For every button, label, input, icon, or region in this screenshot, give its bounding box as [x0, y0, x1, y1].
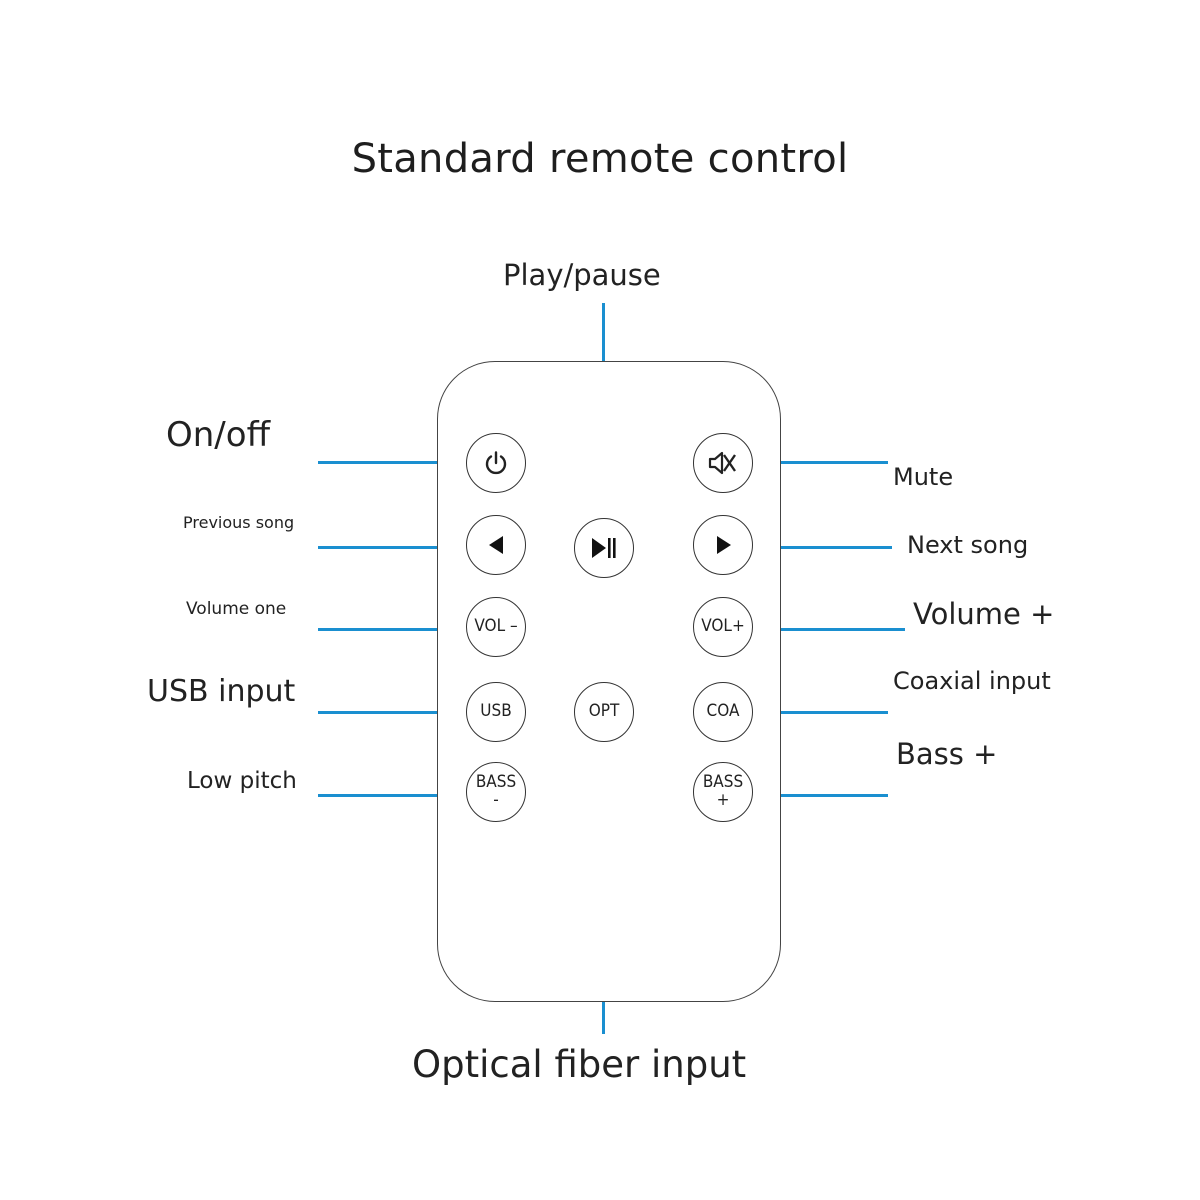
- label-optical-fiber-input: Optical fiber input: [412, 1043, 747, 1086]
- page-title: Standard remote control: [351, 136, 849, 182]
- label-volume-minus: Volume one: [186, 599, 287, 619]
- bass-minus-label-top: BASS: [475, 772, 517, 793]
- play-pause-icon: [592, 538, 616, 558]
- mute-icon: [708, 451, 736, 475]
- power-button[interactable]: [466, 433, 526, 493]
- next-button[interactable]: [693, 515, 753, 575]
- usb-label: USB: [480, 701, 512, 722]
- mute-button[interactable]: [693, 433, 753, 493]
- previous-button[interactable]: [466, 515, 526, 575]
- label-coaxial-input: Coaxial input: [893, 667, 1051, 695]
- vol-plus-button[interactable]: VOL+: [693, 597, 753, 657]
- leader-line-coaxial: [781, 711, 888, 714]
- play-pause-button[interactable]: [574, 518, 634, 578]
- previous-icon: [489, 536, 503, 554]
- label-on-off: On/off: [166, 415, 270, 455]
- bass-minus-button[interactable]: BASS -: [466, 762, 526, 822]
- leader-line-next: [781, 546, 892, 549]
- opt-label: OPT: [588, 701, 620, 722]
- usb-button[interactable]: USB: [466, 682, 526, 742]
- bass-minus-label-bottom: -: [493, 790, 499, 810]
- leader-line-mute: [781, 461, 888, 464]
- power-icon: [485, 451, 507, 475]
- leader-line-volume-minus: [318, 628, 437, 631]
- label-volume-plus: Volume +: [913, 597, 1055, 631]
- label-low-pitch: Low pitch: [187, 768, 297, 794]
- label-previous-song: Previous song: [183, 513, 295, 532]
- vol-minus-label: VOL –: [474, 616, 518, 637]
- leader-line-low-pitch: [318, 794, 437, 797]
- label-play-pause: Play/pause: [503, 258, 661, 292]
- vol-plus-label: VOL+: [701, 616, 745, 637]
- leader-line-volume-plus: [781, 628, 905, 631]
- opt-button[interactable]: OPT: [574, 682, 634, 742]
- leader-line-on-off: [318, 461, 437, 464]
- coa-label: COA: [706, 701, 740, 722]
- label-bass-plus: Bass +: [896, 737, 998, 771]
- bass-plus-label-bottom: +: [716, 790, 730, 810]
- next-icon: [717, 536, 731, 554]
- vol-minus-button[interactable]: VOL –: [466, 597, 526, 657]
- label-mute: Mute: [893, 463, 954, 491]
- bass-plus-label-top: BASS: [702, 772, 744, 793]
- label-usb-input: USB input: [147, 674, 296, 709]
- bass-plus-button[interactable]: BASS +: [693, 762, 753, 822]
- label-next-song: Next song: [907, 531, 1029, 559]
- leader-line-bass-plus: [781, 794, 888, 797]
- leader-line-usb: [318, 711, 437, 714]
- leader-line-previous: [318, 546, 437, 549]
- coa-button[interactable]: COA: [693, 682, 753, 742]
